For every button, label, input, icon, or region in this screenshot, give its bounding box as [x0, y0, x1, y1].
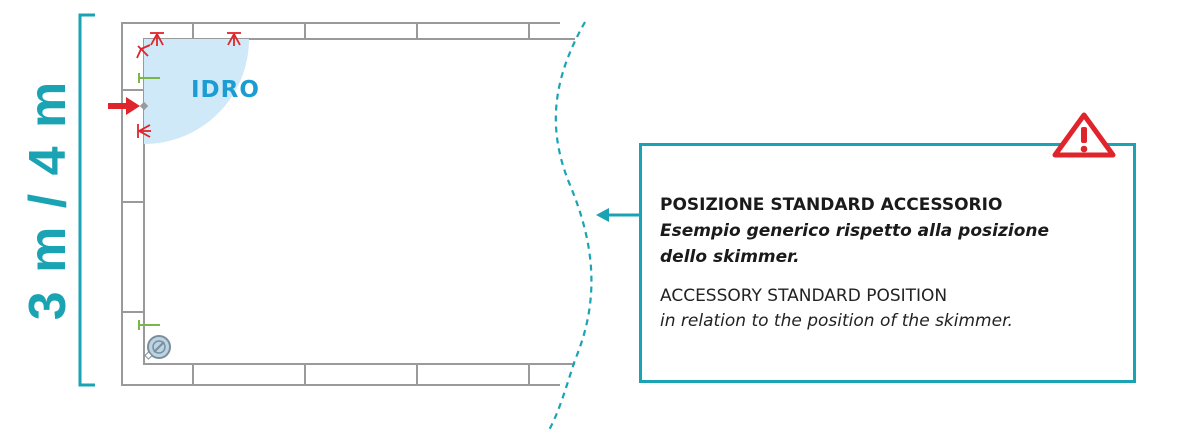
green-marker-bottom: [138, 320, 160, 330]
pool-outer-wall: [121, 22, 560, 386]
info-text: POSIZIONE STANDARD ACCESSORIO Esempio ge…: [660, 192, 1123, 334]
fitting-icon: [139, 101, 149, 111]
info-title-en: ACCESSORY STANDARD POSITION: [660, 286, 948, 306]
red-arrow-right-icon: [108, 97, 140, 115]
jet-icon-top-right: [227, 32, 241, 46]
jet-icons: [136, 32, 241, 138]
dimension-bracket: [78, 13, 95, 387]
info-subtitle-it-line2: dello skimmer.: [660, 247, 800, 267]
teal-arrow-left-icon: [596, 208, 639, 222]
green-marker-top: [138, 73, 160, 83]
wall-panel-ticks: [122, 23, 530, 385]
idro-zone: [144, 39, 249, 144]
info-box: POSIZIONE STANDARD ACCESSORIO Esempio ge…: [639, 143, 1136, 383]
info-subtitle-it-line1: Esempio generico rispetto alla posizione: [660, 221, 1050, 241]
info-subtitle-en: in relation to the position of the skimm…: [660, 311, 1013, 331]
warning-triangle-icon: [1052, 112, 1116, 158]
cut-line: [547, 21, 593, 433]
green-markers: [138, 73, 160, 330]
skimmer-icon: [144, 335, 171, 360]
info-title-it: POSIZIONE STANDARD ACCESSORIO: [660, 195, 1003, 215]
jet-icon-left: [137, 124, 151, 138]
jet-icon-top-left: [150, 32, 164, 46]
idro-zone-label: IDRO: [191, 77, 260, 103]
jet-icon-corner: [136, 44, 151, 59]
dimension-label: 3 m / 4 m: [19, 79, 77, 321]
